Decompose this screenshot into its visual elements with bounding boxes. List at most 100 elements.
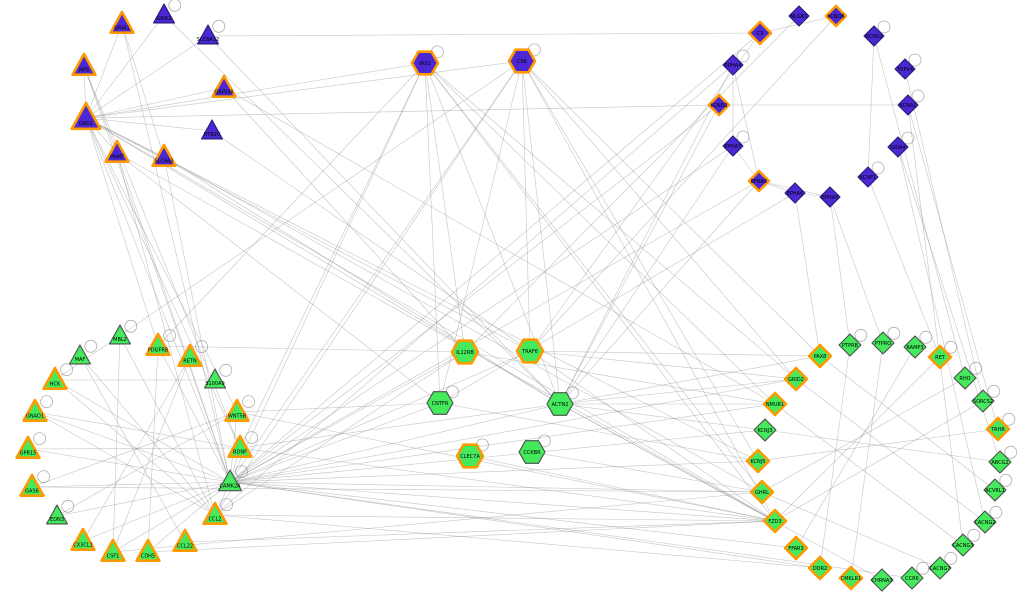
self-loop-KCNF1[interactable] xyxy=(871,161,885,175)
self-loop-MAF[interactable] xyxy=(84,339,98,353)
edge-CAMK2A-ACTN2[interactable] xyxy=(229,403,561,483)
edge-GHRL-RHO[interactable] xyxy=(761,377,966,493)
edge-GRIA1-GAD1[interactable] xyxy=(85,23,123,119)
edge-GAD1-WNT5B[interactable] xyxy=(85,117,238,413)
node-KCNF1[interactable]: KCNF1 xyxy=(857,166,879,188)
edge-SLC6A3-CAMK2A[interactable] xyxy=(163,156,231,483)
edge-CLEC7A-FZD3[interactable] xyxy=(469,455,776,522)
node-CACNG3[interactable]: CACNG3 xyxy=(951,533,975,557)
edge-TRAF6-FZD3[interactable] xyxy=(529,350,776,522)
node-KCNQ5[interactable]: KCNQ5 xyxy=(824,4,848,28)
edge-CSF1-MBL2[interactable] xyxy=(112,335,121,553)
self-loop-BDNF[interactable] xyxy=(245,431,259,445)
edge-CAMK2A-KCNJ3[interactable] xyxy=(229,429,766,483)
edge-EFNA5-ACTN2[interactable] xyxy=(559,180,760,405)
self-loop-ABCG2[interactable] xyxy=(1004,445,1018,459)
edge-CSK-CNTFR[interactable] xyxy=(439,60,523,404)
node-GNAO1[interactable]: GNAO1 xyxy=(22,398,48,422)
edge-GRIN3A-IL12RB[interactable] xyxy=(223,87,466,353)
node-CSK[interactable]: CSK xyxy=(507,48,537,74)
edge-PNMT-FZD3[interactable] xyxy=(116,152,776,522)
edge-GRIA4-ABCG2[interactable] xyxy=(897,146,1001,463)
node-GRIA4[interactable]: GRIA4 xyxy=(887,136,909,158)
node-CCL2[interactable]: CCL2 xyxy=(202,501,228,525)
edge-C3-TRAF6[interactable] xyxy=(529,32,761,352)
node-CNTFR[interactable]: CNTFR xyxy=(426,391,454,415)
self-loop-GPR15[interactable] xyxy=(33,432,46,446)
node-SLC6A3[interactable]: SLC6A3 xyxy=(151,143,177,167)
node-CCL22[interactable]: CCL22 xyxy=(172,528,198,552)
edge-SLC6A3-GHRL[interactable] xyxy=(163,156,763,493)
edge-CAMK2A-GNAO1[interactable] xyxy=(34,411,231,483)
edge-CCL2-GNAO1[interactable] xyxy=(34,411,216,516)
edge-KCND2-ACTN2[interactable] xyxy=(559,104,720,405)
self-loop-RET[interactable] xyxy=(944,340,958,354)
self-loop-RHO[interactable] xyxy=(969,361,983,375)
self-loop-CACNG3[interactable] xyxy=(967,528,981,542)
self-loop-CCR6[interactable] xyxy=(916,561,930,575)
edge-GRIK2-ACTN2[interactable] xyxy=(163,14,561,405)
edge-ACTN2-GRID2[interactable] xyxy=(559,378,797,405)
edge-EPHA7-ACTN2[interactable] xyxy=(559,145,734,405)
self-loop-TRHR[interactable] xyxy=(1002,412,1016,426)
edge-CCR6-CAMK2A[interactable] xyxy=(229,481,913,579)
node-KCND2[interactable]: KCND2 xyxy=(707,93,731,117)
edge-CSK-GRID2[interactable] xyxy=(521,60,797,380)
edge-CCL2-MAF[interactable] xyxy=(79,355,216,516)
edge-IRS1-FZD3[interactable] xyxy=(424,62,776,522)
edge-KCNS2-RHO[interactable] xyxy=(873,35,966,379)
edge-CMKLR1-PTPRO[interactable] xyxy=(850,342,884,579)
node-CLEC7A[interactable]: CLEC7A xyxy=(455,443,485,469)
edge-SLC6A3-ACTN2[interactable] xyxy=(163,156,561,405)
self-loop-MBL2[interactable] xyxy=(124,319,138,333)
node-GRIK2[interactable]: GRIK2 xyxy=(153,3,175,24)
edge-GRIA1-SLC6A3[interactable] xyxy=(121,23,165,158)
node-CDH5[interactable]: CDH5 xyxy=(135,538,161,562)
node-EPHA5[interactable]: EPHA5 xyxy=(819,186,841,208)
edge-CAMK2A-IL12RB[interactable] xyxy=(229,351,466,483)
self-loop-GAS6[interactable] xyxy=(37,470,50,484)
edge-CSK-TRAF6[interactable] xyxy=(521,60,531,352)
edge-PNMT-CCL2[interactable] xyxy=(116,152,216,516)
node-ABCG2[interactable]: ABCG2 xyxy=(988,450,1012,474)
edge-GRIK2-GAD1[interactable] xyxy=(85,14,165,119)
edge-C3-CAMK2A[interactable] xyxy=(229,32,761,483)
edge-CAMK2A-GHRL[interactable] xyxy=(229,481,763,493)
edge-GAD1-BDNF[interactable] xyxy=(85,117,241,449)
edge-CAMK2A-PDGFRB[interactable] xyxy=(157,345,231,483)
edge-NLGN1-IL12RB[interactable] xyxy=(464,15,800,353)
edge-GAD1-CAMK2A[interactable] xyxy=(85,117,231,483)
node-RETN[interactable]: RETN xyxy=(177,343,203,367)
self-loop-KCNA1[interactable] xyxy=(911,89,925,103)
edge-CAMK2A-CNTFR[interactable] xyxy=(229,402,441,483)
edge-CAMK2A-CX3CL1[interactable] xyxy=(82,481,231,542)
self-loop-WNT5B[interactable] xyxy=(242,395,256,409)
edge-NPS-CAMK2A[interactable] xyxy=(83,65,231,483)
node-PTPRO[interactable]: PTPRO xyxy=(871,331,895,355)
self-loop-PTPRO[interactable] xyxy=(887,326,901,340)
edge-CCKBR-GHRL[interactable] xyxy=(531,451,763,493)
edge-TRAF6-GRID2[interactable] xyxy=(529,350,797,380)
edge-HTR2C-TRAF6[interactable] xyxy=(211,130,531,352)
edge-MAF-CCL22[interactable] xyxy=(79,355,186,543)
edge-KCND2-CAMK2A[interactable] xyxy=(229,104,720,483)
node-CSF1[interactable]: CSF1 xyxy=(100,538,126,562)
node-EPHA6[interactable]: EPHA6 xyxy=(784,182,806,204)
node-ACTN2[interactable]: ACTN2 xyxy=(546,392,574,416)
edge-IRS1-GHRL[interactable] xyxy=(424,62,763,493)
edge-CCL2-DDR2[interactable] xyxy=(214,514,821,569)
node-TRHR[interactable]: TRHR xyxy=(985,416,1011,442)
node-HTR2C[interactable]: HTR2C xyxy=(201,119,223,140)
edge-PNMT-CNTFR[interactable] xyxy=(116,152,441,404)
edge-DDR2-PTPRB[interactable] xyxy=(819,344,851,569)
edge-CHRNA3-ACTN2[interactable] xyxy=(559,403,883,581)
node-CACNG7[interactable]: CACNG7 xyxy=(928,556,952,580)
edge-CSF1-GHRL[interactable] xyxy=(112,491,763,553)
self-loop-CCL2[interactable] xyxy=(220,498,234,512)
edge-CSK-CAMK2A[interactable] xyxy=(229,60,523,483)
self-loop-S100A9[interactable] xyxy=(219,363,233,377)
edge-SLC6A12-ACTN2[interactable] xyxy=(207,35,561,405)
edge-KCNS2-KCNF1[interactable] xyxy=(867,35,875,178)
edge-NPS-PNMT[interactable] xyxy=(83,65,118,154)
